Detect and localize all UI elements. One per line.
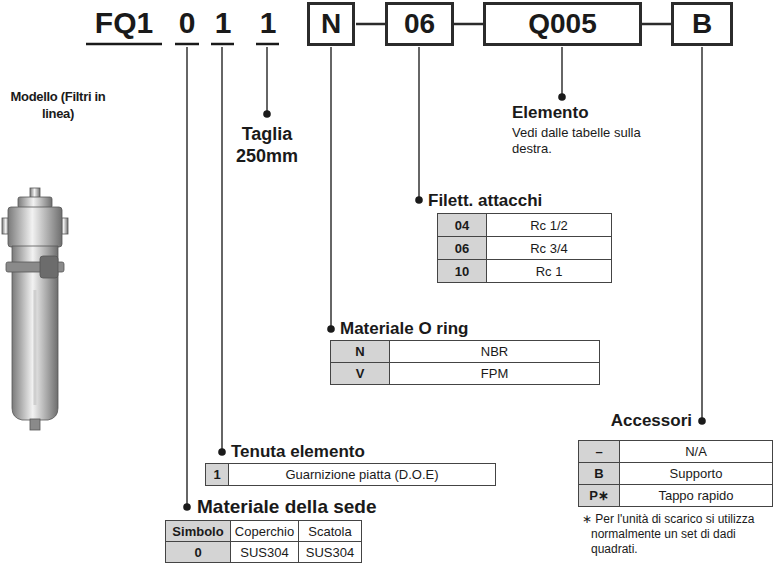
filter-picture — [2, 188, 68, 430]
table-cell: B — [578, 462, 620, 485]
table-cell: 1 — [205, 463, 229, 486]
code-box: Q005 — [483, 2, 642, 46]
table-cell: Simbolo — [165, 520, 231, 542]
table-cell: NBR — [389, 340, 600, 363]
table-cell: Scatola — [298, 520, 362, 542]
table-cell: 06 — [437, 236, 487, 260]
table-cell: Supporto — [619, 462, 773, 485]
table-cell: SUS304 — [230, 541, 299, 563]
code-value: 06 — [404, 8, 435, 40]
size-label: Taglia 250mm — [228, 123, 306, 167]
code-box: B — [671, 2, 733, 46]
table-cell: FPM — [389, 362, 600, 385]
table-cell: N/A — [619, 440, 773, 463]
table-cell: SUS304 — [298, 541, 362, 563]
field-heading: Materiale della sede — [197, 495, 377, 518]
table-cell: V — [330, 362, 390, 385]
table-cell: – — [578, 440, 620, 463]
table-cell: 10 — [437, 259, 487, 283]
field-heading: Tenuta elemento — [231, 441, 365, 462]
code-segment: 1 — [210, 5, 236, 41]
code-value: Q005 — [528, 8, 597, 40]
table-cell: Guarnizione piatta (D.O.E) — [228, 463, 496, 486]
table-cell: Rc 1 — [486, 259, 612, 283]
table-cell: P∗ — [578, 484, 620, 507]
field-heading: Filett. attacchi — [428, 190, 542, 211]
code-underline — [86, 43, 279, 46]
code-value: N — [321, 8, 341, 40]
table-cell: Tappo rapido — [619, 484, 773, 507]
code-segment: FQ1 — [86, 5, 162, 41]
code-segment: 0 — [174, 5, 200, 41]
note-text: Vedi dalle tabelle sulla destra. — [512, 125, 644, 157]
table-cell: Rc 1/2 — [486, 213, 612, 237]
model-label: Modello (Filtri in linea) — [10, 88, 106, 122]
table-cell: Rc 3/4 — [486, 236, 612, 260]
field-heading: Elemento — [512, 103, 589, 123]
table-cell: Coperchio — [230, 520, 299, 542]
code-box: 06 — [385, 2, 454, 46]
code-box: N — [307, 2, 355, 46]
table-cell: 0 — [165, 541, 231, 563]
field-heading: Accessori — [578, 410, 692, 431]
code-segment: 1 — [255, 5, 281, 41]
table-cell: 04 — [437, 213, 487, 237]
code-value: B — [692, 8, 712, 40]
footnote: ∗ Per l'unità di scarico si utilizza nor… — [582, 512, 776, 557]
leader-line — [187, 47, 702, 507]
field-heading: Materiale O ring — [340, 318, 468, 339]
table-cell: N — [330, 340, 390, 363]
